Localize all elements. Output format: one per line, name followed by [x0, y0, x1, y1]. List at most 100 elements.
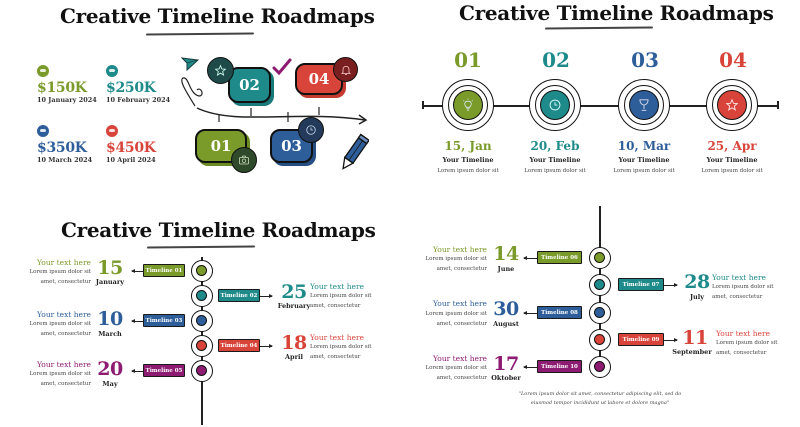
milestone-date: 15, Jan	[444, 139, 492, 153]
slide-4: Timeline 06 14 June Your text here Lorem…	[400, 200, 800, 427]
step-02-box: 02	[228, 67, 271, 103]
node-dot	[196, 290, 207, 301]
step-01-box: 01	[195, 129, 247, 163]
quote-text: "Lorem ipsum dolor sit amet, consectetur…	[500, 390, 700, 407]
entry-month: April	[285, 353, 303, 361]
entry-line: Lorem ipsum dolor sit	[29, 269, 92, 275]
node-10	[589, 356, 611, 378]
entry-month: February	[277, 302, 311, 310]
stat-date: 10 April 2024	[106, 156, 156, 164]
timeline-axis	[423, 105, 778, 107]
milestone-number: 02	[542, 48, 570, 72]
entry-heading: Your text here	[716, 329, 770, 338]
timeline-tag: Timeline 05	[143, 364, 185, 377]
entry-line: amet, consectetur	[716, 349, 767, 356]
slide-3: Creative Timeline Roadmaps Timeline 01 1…	[0, 200, 400, 427]
timeline-tag: Timeline 10	[537, 360, 582, 373]
stat-date: 10 March 2024	[37, 156, 93, 164]
arrow-left-icon	[131, 369, 143, 373]
entry-heading: Your text here	[712, 273, 766, 282]
entry-day: 28	[684, 271, 710, 293]
lightbulb-icon	[453, 90, 483, 120]
timeline-tag: Timeline 07	[618, 278, 664, 291]
node-01	[191, 260, 213, 282]
clock-icon	[298, 117, 324, 143]
step-label: 01	[210, 137, 232, 155]
node-dot	[196, 365, 207, 376]
trophy-icon	[629, 90, 659, 120]
slide-2: Creative Timeline Roadmaps 01 15, Jan Yo…	[400, 0, 800, 200]
arrow-left-icon	[131, 269, 143, 273]
node-06	[589, 247, 611, 269]
entry-line: Lorem ipsum dolor sit	[425, 365, 488, 371]
money-icon	[106, 125, 118, 137]
node-dot	[594, 361, 605, 372]
milestone-heading: Your Timeline	[442, 156, 494, 164]
arrow-right-icon	[260, 344, 273, 348]
money-icon	[37, 125, 49, 137]
entry-month: July	[689, 293, 705, 301]
entry-line: amet, consectetur	[40, 330, 91, 337]
paper-plane-icon	[181, 57, 199, 71]
entry-month: March	[98, 330, 122, 338]
milestone-date: 20, Feb	[530, 139, 580, 153]
milestone-date: 10, Mar	[617, 139, 671, 153]
entry-heading: Your text here	[310, 333, 364, 342]
entry-heading: Your text here	[310, 282, 364, 291]
entry-line: amet, consectetur	[310, 353, 361, 360]
arrow-left-icon	[523, 311, 537, 315]
bell-icon	[333, 57, 358, 82]
entry-line: Lorem ipsum dolor sit	[29, 321, 92, 327]
entry-heading: Your text here	[37, 258, 91, 267]
stat-value: $450K	[106, 140, 156, 156]
entry-day: 20	[97, 358, 123, 380]
quote-line: eiusmod tempor incididunt ut labore et d…	[530, 399, 670, 406]
node-dot	[594, 279, 605, 290]
node-05	[191, 360, 213, 382]
axis-end-tick	[422, 101, 424, 109]
node-03	[191, 310, 213, 332]
entry-line: Lorem ipsum dolor sit	[29, 371, 92, 377]
node-dot	[594, 307, 605, 318]
entry-month: September	[672, 348, 712, 356]
milestone-heading: Your Timeline	[618, 156, 670, 164]
entry-month: January	[95, 278, 125, 286]
step-label: 02	[239, 76, 260, 94]
node-dot	[594, 334, 605, 345]
entry-month: May	[102, 380, 118, 388]
entry-line: Lorem ipsum dolor sit	[716, 340, 778, 346]
money-icon	[106, 65, 118, 77]
entry-line: Lorem ipsum dolor sit	[310, 293, 372, 299]
arrow-right-icon	[664, 283, 678, 287]
node-08	[589, 302, 611, 324]
node-dot	[196, 315, 207, 326]
entry-heading: Your text here	[433, 354, 487, 363]
node-09	[589, 329, 611, 351]
arrow-right-icon	[664, 338, 678, 342]
entry-line: Lorem ipsum dolor sit	[425, 256, 488, 262]
entry-day: 10	[97, 308, 123, 330]
entry-line: Lorem ipsum dolor sit	[425, 311, 488, 317]
timeline-tag: Timeline 01	[143, 264, 185, 277]
node-04	[191, 335, 213, 357]
axis-end-tick	[777, 101, 779, 109]
entry-text: Lorem ipsum dolor sit amet, consectetur	[30, 320, 92, 339]
milestone-text: Lorem ipsum dolor sit	[701, 168, 763, 174]
timeline-tag: Timeline 06	[537, 251, 582, 264]
entry-line: amet, consectetur	[712, 293, 763, 300]
wavy-arrow-line	[181, 77, 368, 125]
entry-line: Lorem ipsum dolor sit	[310, 344, 372, 350]
clock-icon	[540, 90, 570, 120]
entry-day: 30	[493, 298, 519, 320]
pencil-icon	[342, 133, 369, 170]
entry-heading: Your text here	[433, 299, 487, 308]
title-underline	[146, 245, 256, 249]
checkmark-icon	[272, 58, 292, 76]
milestone-text: Lorem ipsum dolor sit	[613, 168, 675, 174]
